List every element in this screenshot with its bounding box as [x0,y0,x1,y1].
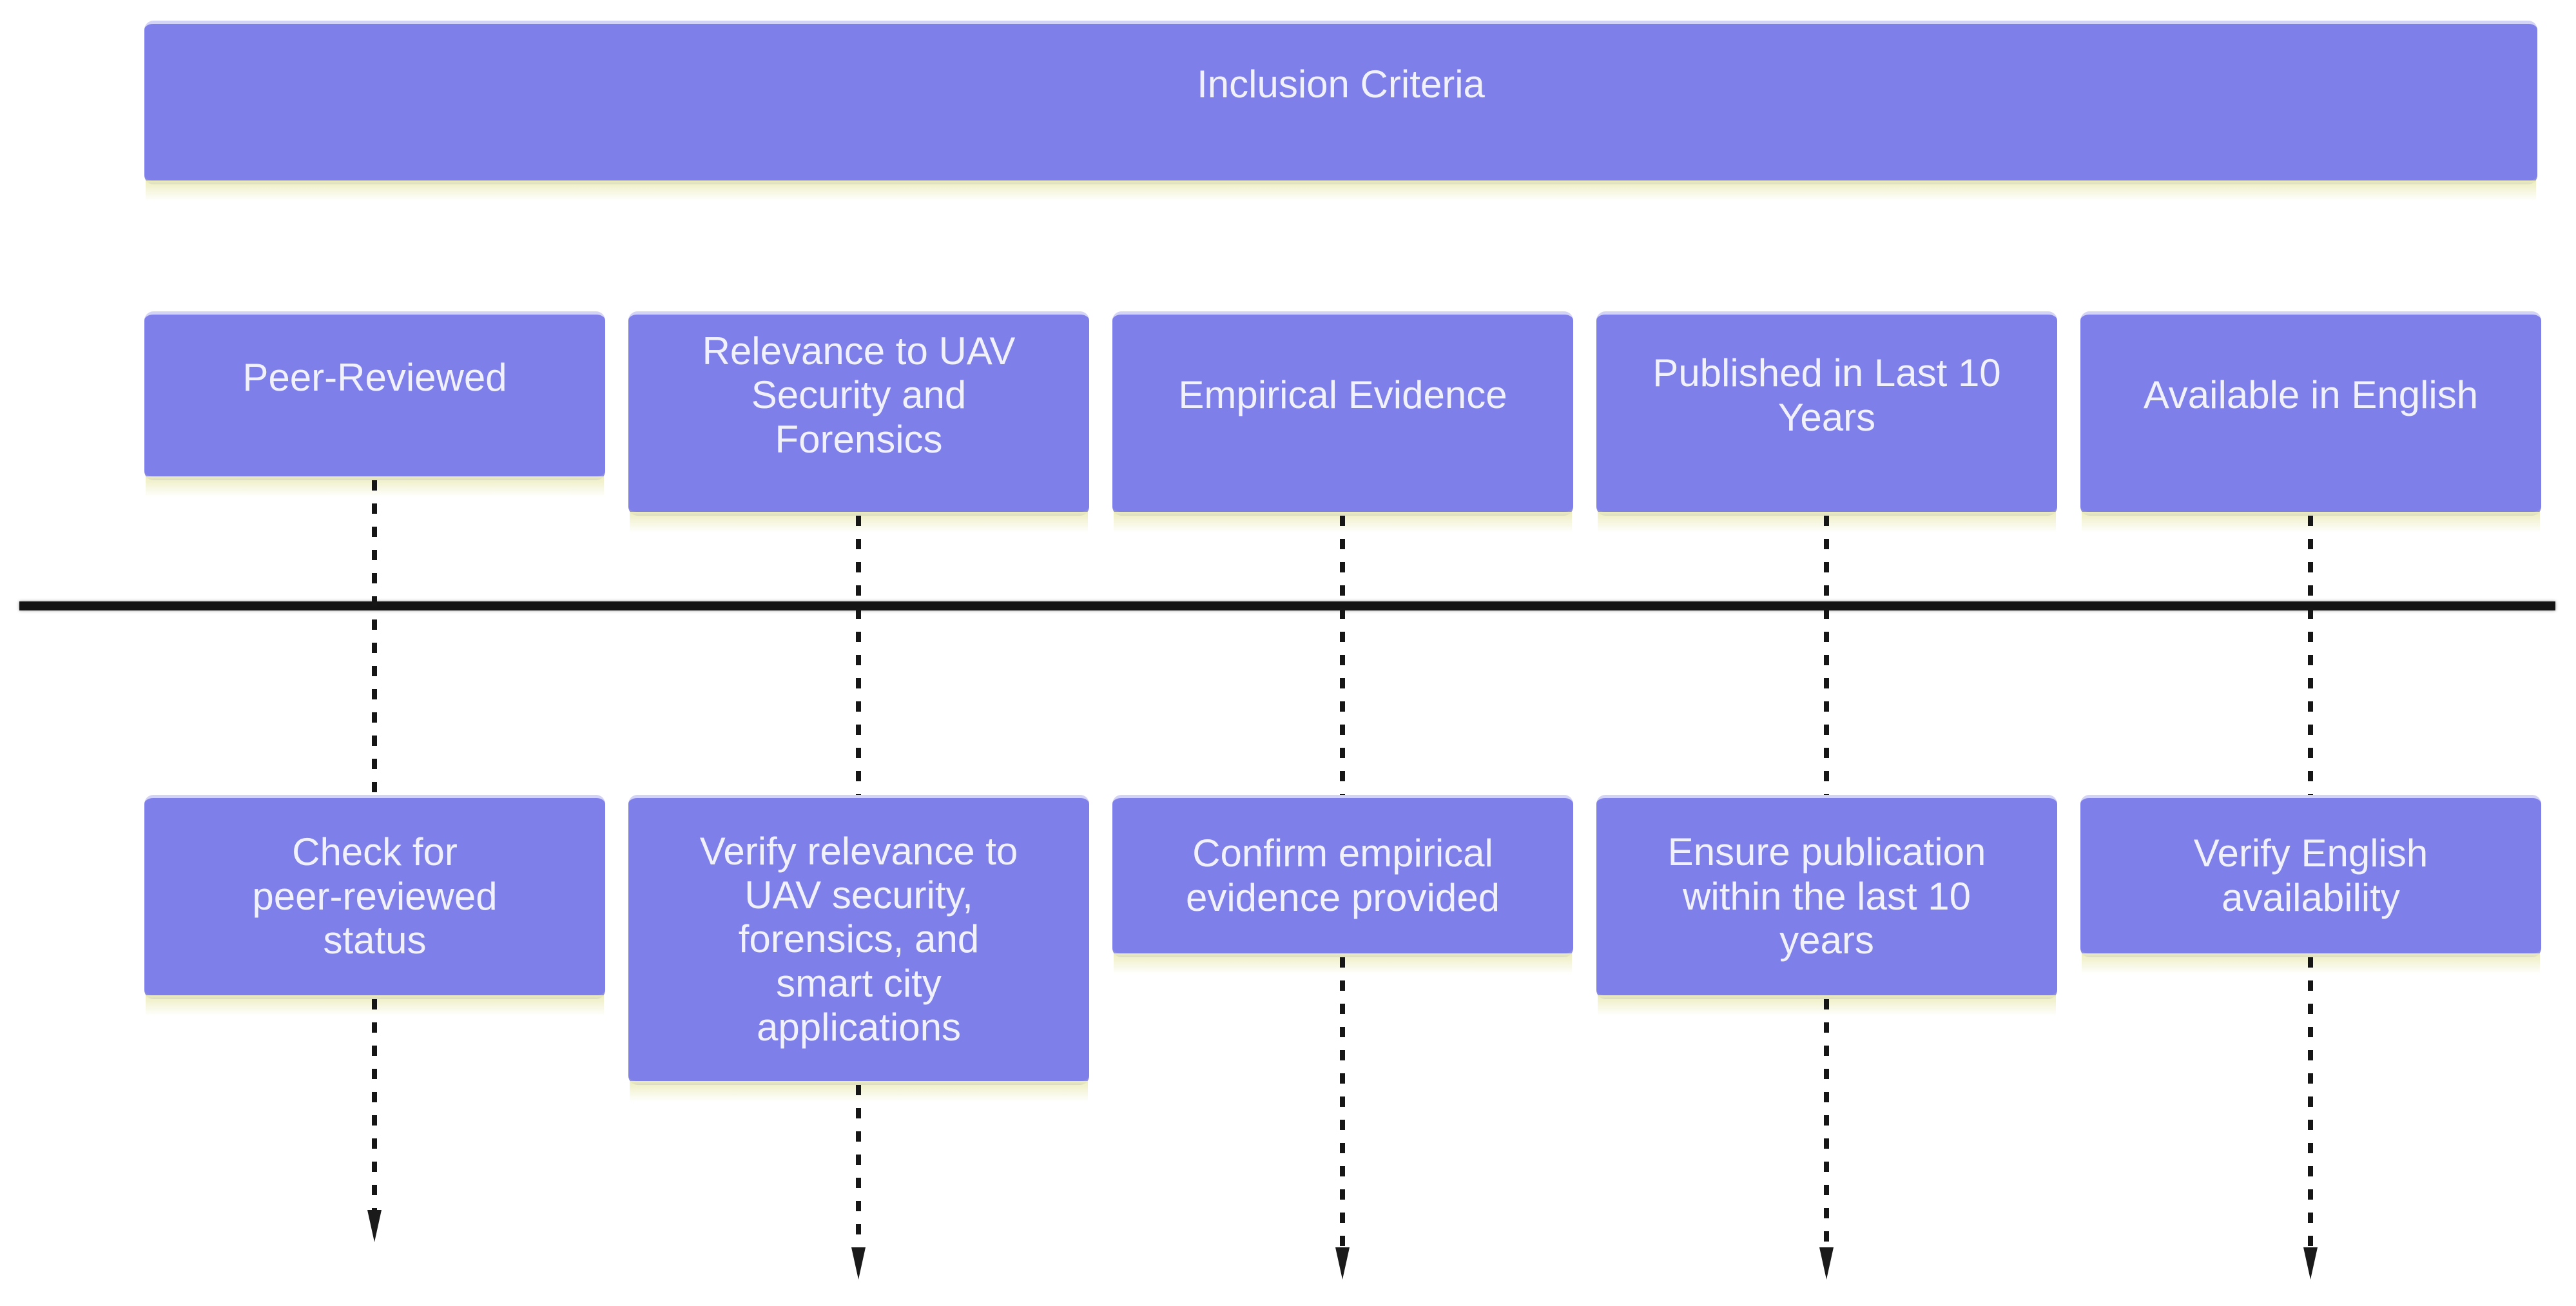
connector-dashed-line [1340,957,1345,1247]
diagram-title: Inclusion Criteria [1197,62,1485,106]
action-label: Verify English availability [2193,832,2428,919]
action-box: Check for peer-reviewed status [144,795,605,1016]
criterion-label: Relevance to UAV Security and Forensics [702,329,1016,461]
criterion-label: Available in English [2143,373,2479,417]
action-box: Ensure publication within the last 10 ye… [1596,795,2057,1016]
criterion-box: Relevance to UAV Security and Forensics [628,311,1089,532]
connector-dashed-line [2308,516,2313,795]
connector-dashed-line [2308,957,2313,1247]
criterion-label: Empirical Evidence [1178,373,1507,417]
separator-line [19,601,2555,610]
arrowhead-icon [2303,1247,2318,1280]
arrowhead-icon [851,1247,866,1280]
arrowhead-icon [1819,1247,1834,1280]
criterion-label: Peer-Reviewed [242,355,507,399]
criterion-box: Published in Last 10 Years [1596,311,2057,532]
action-box: Verify English availability [2080,795,2541,974]
connector-dashed-line [1824,516,1829,795]
arrowhead-icon [367,1210,382,1242]
connector-dashed-line [856,516,861,795]
title-banner: Inclusion Criteria [144,21,2537,201]
connector-dashed-line [856,1085,861,1247]
criterion-label: Published in Last 10 Years [1652,351,2001,439]
action-label: Ensure publication within the last 10 ye… [1667,830,1986,962]
criterion-box: Available in English [2080,311,2541,532]
action-label: Verify relevance to UAV security, forens… [699,829,1018,1049]
connector-dashed-line [1824,999,1829,1247]
connector-dashed-line [372,999,377,1210]
action-box: Verify relevance to UAV security, forens… [628,795,1089,1102]
criterion-box: Peer-Reviewed [144,311,605,497]
criterion-box: Empirical Evidence [1112,311,1573,532]
connector-dashed-line [372,480,377,795]
connector-dashed-line [1340,516,1345,795]
action-label: Check for peer-reviewed status [252,830,498,962]
action-label: Confirm empirical evidence provided [1185,832,1500,919]
action-box: Confirm empirical evidence provided [1112,795,1573,974]
arrowhead-icon [1335,1247,1350,1280]
